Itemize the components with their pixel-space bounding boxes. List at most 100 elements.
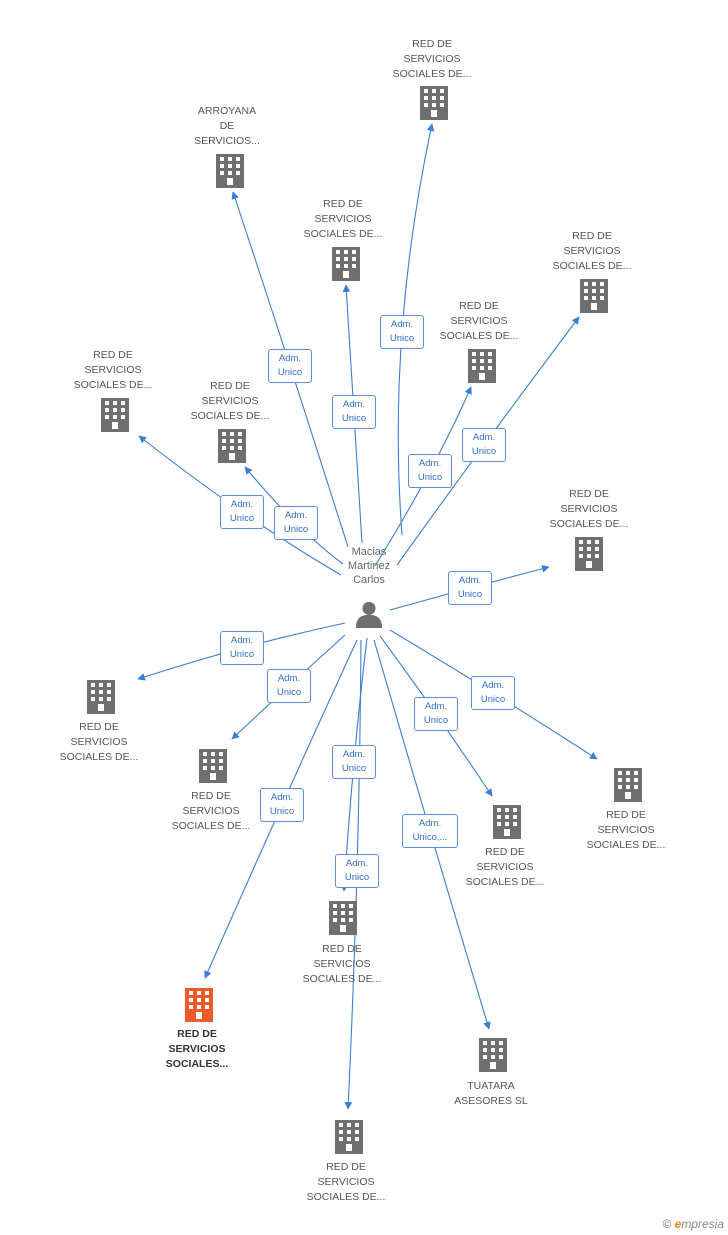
relation-badge-line: Unico [423, 715, 449, 726]
relation-badge-line: Adm. [342, 399, 366, 410]
relation-badge[interactable]: Adm.Unico [408, 454, 452, 488]
relation-badge[interactable]: Adm.Unico [380, 315, 424, 349]
building-icon[interactable] [85, 680, 117, 714]
relation-badge-line: Adm. [342, 749, 366, 760]
relation-badge[interactable]: Adm.Unico [220, 631, 264, 665]
building-icon[interactable] [466, 349, 498, 383]
company-label-line: RED DE [177, 1028, 217, 1040]
company-label-line: SOCIALES DE... [171, 820, 251, 832]
relation-badge[interactable]: Adm.Unico,... [402, 814, 458, 848]
relation-badge-line: Adm. [472, 432, 496, 443]
company-label-line: DE [219, 120, 235, 132]
relation-badge-line: Unico [344, 872, 370, 883]
copyright-symbol: © [662, 1217, 672, 1231]
relation-badge[interactable]: Adm. Unico [448, 571, 492, 605]
footer-brand: © empresia [662, 1217, 724, 1231]
company-label-line: RED DE [93, 349, 133, 361]
building-icon[interactable] [197, 749, 229, 783]
company-label-line: RED DE [485, 846, 525, 858]
relation-badge-line: Unico [457, 589, 483, 600]
building-icon[interactable] [327, 901, 359, 935]
brand-initial: e [674, 1217, 682, 1231]
person-name-line: Carlos [353, 574, 385, 586]
relation-badge-line: Adm. [390, 319, 414, 330]
company-label[interactable]: RED DE SERVICIOS SOCIALES DE... [445, 845, 565, 890]
relation-badge[interactable]: Adm.Unico [274, 506, 318, 540]
company-label-line: SOCIALES DE... [586, 839, 666, 851]
relation-badge-line: Adm. [418, 458, 442, 469]
relation-badge-line: Adm. [458, 575, 482, 586]
person-name-line: Martinez [347, 560, 391, 572]
building-icon[interactable] [183, 988, 215, 1022]
building-icon[interactable] [330, 247, 362, 281]
relation-badge-line: Unico [341, 763, 367, 774]
relation-badge[interactable]: Adm. Unico [332, 395, 376, 429]
relation-badge-line: Adm. [481, 680, 505, 691]
building-icon[interactable] [573, 537, 605, 571]
relation-badge-line: Unico [341, 413, 367, 424]
relation-badge-line: Unico [277, 367, 303, 378]
company-label-line: SOCIALES DE... [59, 751, 139, 763]
relation-badge[interactable]: Adm. Unico [462, 428, 506, 462]
relation-badge-line: Unico,... [412, 832, 448, 843]
relation-badge[interactable]: Adm.Unico [471, 676, 515, 710]
company-label-line: SERVICIOS [168, 1043, 226, 1055]
relation-badge-line: Unico [269, 806, 295, 817]
building-icon[interactable] [491, 805, 523, 839]
company-label-line: SOCIALES DE... [306, 1191, 386, 1203]
company-label-line: RED DE [79, 721, 119, 733]
company-label-line: SERVICIOS... [194, 135, 260, 147]
company-label-line: SERVICIOS [476, 861, 534, 873]
relation-badge-line: Unico [471, 446, 497, 457]
relation-badge-line: Adm. [270, 792, 294, 803]
relation-badge-line: Adm. [277, 673, 301, 684]
building-icon[interactable] [418, 86, 450, 120]
relation-badge-line: Unico [276, 687, 302, 698]
relation-badge[interactable]: Adm.Unico [268, 349, 312, 383]
relation-badge-line: Adm. [230, 635, 254, 646]
company-label-line: SOCIALES DE... [439, 330, 519, 342]
relation-badge-line: Adm. [284, 510, 308, 521]
company-label-line: SOCIALES DE... [465, 876, 545, 888]
building-icon[interactable] [477, 1038, 509, 1072]
building-icon[interactable] [578, 279, 610, 313]
company-label-line: SOCIALES... [165, 1058, 229, 1070]
company-label-line: RED DE [323, 198, 363, 210]
relation-badge[interactable]: Adm. Unico [260, 788, 304, 822]
building-icon[interactable] [99, 398, 131, 432]
company-label-line: RED DE [326, 1161, 366, 1173]
company-label-line: RED DE [606, 809, 646, 821]
building-icon[interactable] [333, 1120, 365, 1154]
company-label-line: RED DE [191, 790, 231, 802]
relation-badge[interactable]: Adm. Unico [332, 745, 376, 779]
company-label-line: RED DE [210, 380, 250, 392]
relation-badge[interactable]: Adm.Unico [335, 854, 379, 888]
company-label[interactable]: RED DE SERVICIOS SOCIALES... [137, 1027, 257, 1072]
building-icon[interactable] [612, 768, 644, 802]
person-icon[interactable] [355, 601, 383, 628]
company-label-line: SOCIALES DE... [73, 379, 153, 391]
company-label-line: SERVICIOS [314, 213, 372, 225]
relation-badge[interactable]: Adm. Unico [267, 669, 311, 703]
relation-badge[interactable]: Adm.Unico [220, 495, 264, 529]
building-icon[interactable] [214, 154, 246, 188]
building-icon[interactable] [216, 429, 248, 463]
relation-badge[interactable]: Adm. Unico [414, 697, 458, 731]
relation-badge-line: Adm. [424, 701, 448, 712]
